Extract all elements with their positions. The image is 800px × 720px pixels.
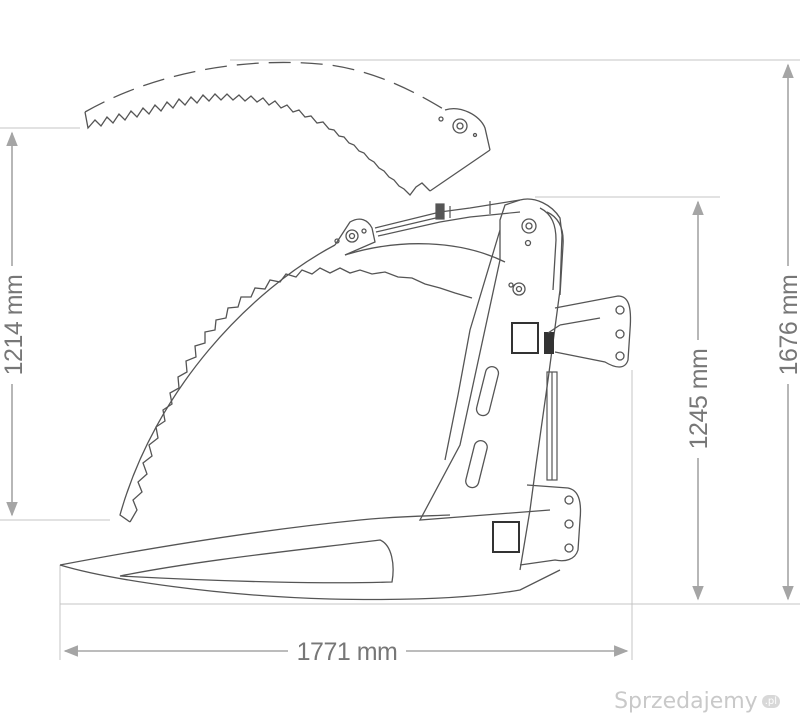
dimension-arrows	[6, 63, 794, 657]
mounting-blocks	[492, 322, 554, 553]
watermark-text: Sprzedajemy	[614, 689, 758, 714]
vertical-rail	[546, 371, 558, 481]
lower-mount-plate	[519, 484, 582, 566]
watermark: Sprzedajemy .pl	[614, 689, 780, 714]
watermark-suffix: .pl	[761, 695, 780, 708]
top-jaw	[119, 218, 506, 523]
hydraulic-cylinder	[374, 199, 521, 237]
height-left-label: 1214 mm	[0, 275, 28, 376]
upper-mount-plate	[547, 295, 632, 368]
extension-lines	[0, 59, 800, 660]
main-frame	[418, 198, 564, 571]
bottom-tine	[59, 514, 561, 601]
height-right-label: 1676 mm	[775, 275, 800, 376]
open-jaw-outline	[84, 61, 491, 196]
height-mid-label: 1245 mm	[685, 349, 713, 450]
width-label: 1771 mm	[297, 638, 398, 666]
